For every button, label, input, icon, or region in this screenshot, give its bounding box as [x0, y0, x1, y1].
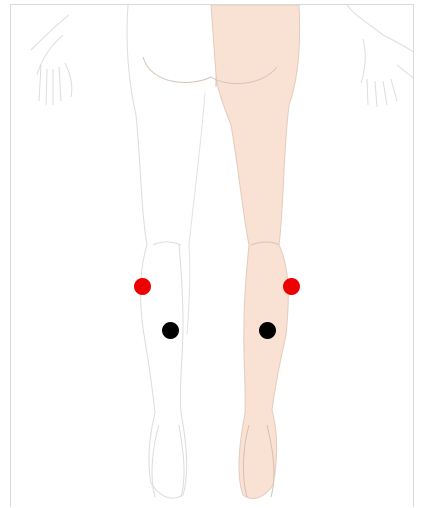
highlighted-leg-shape [211, 5, 300, 498]
left-leg-outline [127, 5, 187, 498]
left-foot-outline [152, 425, 184, 497]
black-marker-right[interactable] [259, 322, 276, 339]
left-hand-outline [31, 15, 72, 105]
red-marker-left[interactable] [134, 278, 151, 295]
right-hand-outline [347, 5, 414, 107]
body-outline [11, 5, 414, 507]
red-marker-right[interactable] [283, 278, 300, 295]
black-marker-left[interactable] [162, 322, 179, 339]
body-diagram-panel [10, 4, 414, 507]
